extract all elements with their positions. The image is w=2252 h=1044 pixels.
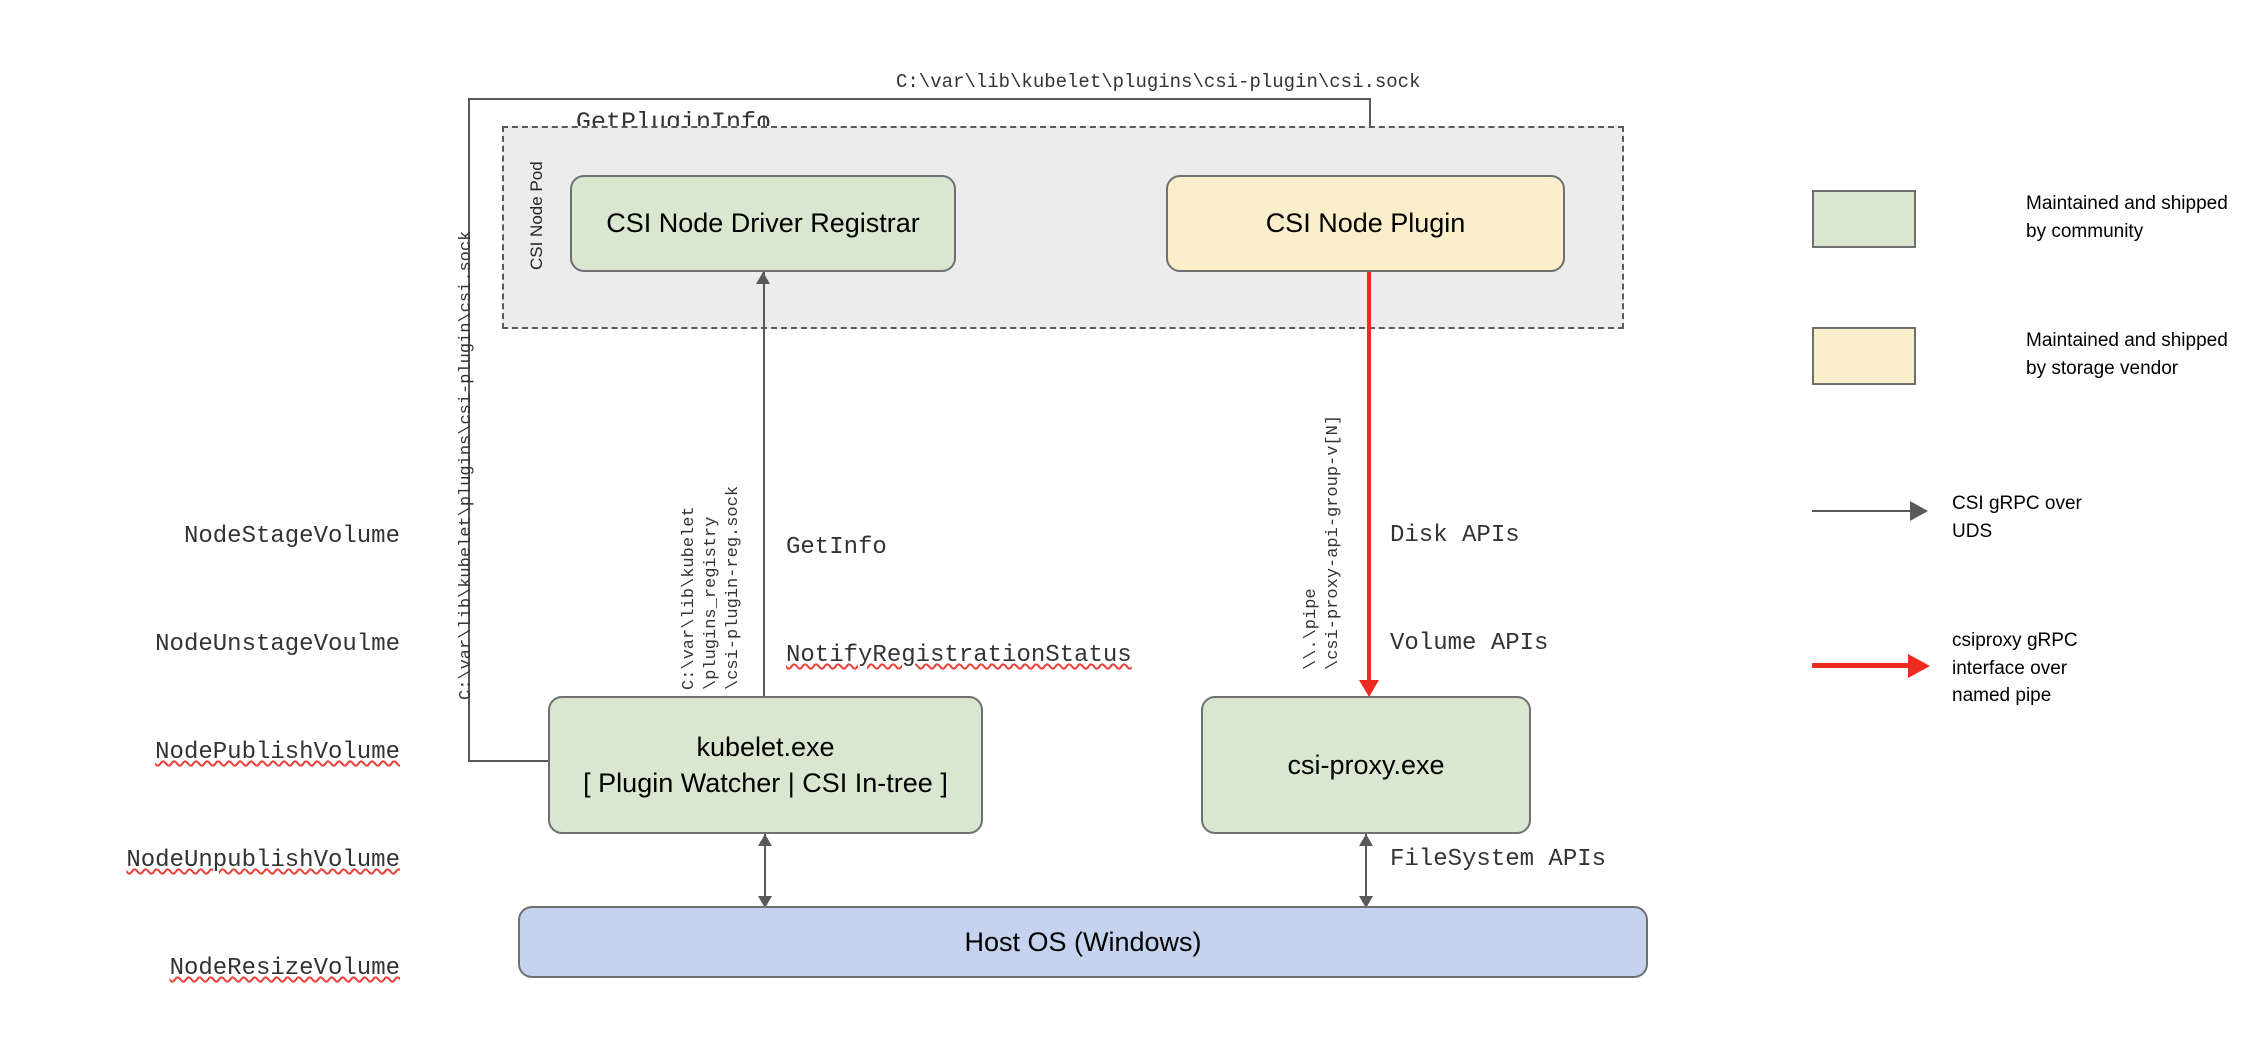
csi-node-api-list: NodeStageVolume NodeUnstageVoulme NodePu…	[100, 447, 400, 1044]
getplugininfo-route-left	[468, 98, 470, 762]
legend-csiproxy-arrow-shaft	[1812, 663, 1912, 668]
csi-node-api-item: NodePublishVolume	[155, 739, 400, 766]
registry-path-line-2: \plugins_registry	[702, 516, 721, 690]
legend-community: Maintained and shipped by community	[1812, 190, 2252, 248]
csiproxy-named-pipe-arrow	[1359, 680, 1379, 697]
kubelet-host-arrow-up	[758, 834, 772, 846]
csi-node-pod-label: CSI Node Pod	[527, 161, 546, 270]
legend-label-vendor: Maintained and shipped by storage vendor	[2026, 330, 2228, 379]
plugins-registry-path-label-2: \plugins_registry	[700, 517, 725, 690]
csi-proxy-api-item: Disk APIs	[1390, 522, 1520, 549]
legend-label-csiproxy: csiproxy gRPC interface over named pipe	[1952, 630, 2078, 707]
host-os-box[interactable]: Host OS (Windows)	[518, 906, 1648, 978]
csi-sock-path-top-label: C:\var\lib\kubelet\plugins\csi-plugin\cs…	[896, 71, 1421, 93]
csi-node-api-item: NodeUnstageVoulme	[155, 631, 400, 658]
kubelet-exe-label-primary: kubelet.exe	[696, 731, 835, 762]
legend-label-community: Maintained and shipped by community	[2026, 193, 2228, 242]
kubelet-exe-label-secondary: [ Plugin Watcher | CSI In-tree ]	[583, 768, 948, 798]
csi-proxy-api-item: FileSystem APIs	[1390, 846, 1607, 873]
csi-proxy-exe-label: csi-proxy.exe	[1287, 749, 1445, 780]
registration-calls-label: GetInfo NotifyRegistrationStatus	[786, 458, 1132, 746]
csi-node-api-item: NodeUnpublishVolume	[126, 847, 400, 874]
legend-vendor: Maintained and shipped by storage vendor	[1812, 327, 2252, 385]
legend-label-uds: CSI gRPC over UDS	[1952, 493, 2082, 542]
csi-node-plugin-label: CSI Node Plugin	[1265, 208, 1466, 239]
csi-node-driver-registrar-label: CSI Node Driver Registrar	[606, 208, 920, 239]
csi-proxy-api-item: Volume APIs	[1390, 630, 1549, 657]
csi-sock-path-left-label: C:\var\lib\kubelet\plugins\csi-plugin\cs…	[457, 230, 476, 700]
registry-path-line-3: \csi-plugin-reg.sock	[724, 485, 743, 690]
legend-csiproxy-arrow-head	[1908, 654, 1930, 678]
plugins-registry-path-label-3: \csi-plugin-reg.sock	[722, 486, 747, 690]
registrar-kubelet-arrow-up	[756, 272, 770, 284]
registrar-kubelet-line	[763, 272, 765, 696]
named-pipe-label-2: \csi-proxy-api-group-v[N]	[1322, 415, 1347, 670]
registry-path-line-1: C:\var\lib\kubelet	[680, 506, 699, 690]
named-pipe-line-2: \csi-proxy-api-group-v[N]	[1324, 414, 1343, 670]
plugins-registry-path-label: C:\var\lib\kubelet	[678, 506, 703, 690]
legend-swatch-community	[1812, 190, 1916, 248]
csi-node-driver-registrar-box[interactable]: CSI Node Driver Registrar	[570, 175, 956, 272]
csiproxy-host-arrow-down	[1359, 896, 1373, 908]
csiproxy-host-line	[1365, 834, 1367, 908]
csi-proxy-exe-box[interactable]: csi-proxy.exe	[1201, 696, 1531, 834]
kubelet-host-arrow-down	[758, 896, 772, 908]
registration-call-notify: NotifyRegistrationStatus	[786, 642, 1132, 669]
registration-call-getinfo: GetInfo	[786, 534, 887, 561]
legend-uds-arrow-head	[1910, 501, 1928, 521]
csi-node-api-item: NodeStageVolume	[183, 523, 400, 550]
kubelet-exe-box[interactable]: kubelet.exe [ Plugin Watcher | CSI In-tr…	[548, 696, 983, 834]
getplugininfo-route-top	[468, 98, 1370, 100]
kubelet-host-line	[764, 834, 766, 908]
legend-uds-arrow-shaft	[1812, 510, 1912, 512]
named-pipe-label-1: \\.\pipe	[1300, 588, 1325, 670]
csiproxy-named-pipe-line	[1367, 272, 1371, 684]
csi-node-api-item: NodeResizeVolume	[169, 955, 400, 982]
csi-node-plugin-box[interactable]: CSI Node Plugin	[1166, 175, 1565, 272]
host-os-label: Host OS (Windows)	[964, 926, 1202, 957]
getplugininfo-route-bottom	[468, 760, 548, 762]
legend-swatch-vendor	[1812, 327, 1916, 385]
csiproxy-host-arrow-up	[1359, 834, 1373, 846]
named-pipe-line-1: \\.\pipe	[1302, 588, 1321, 670]
